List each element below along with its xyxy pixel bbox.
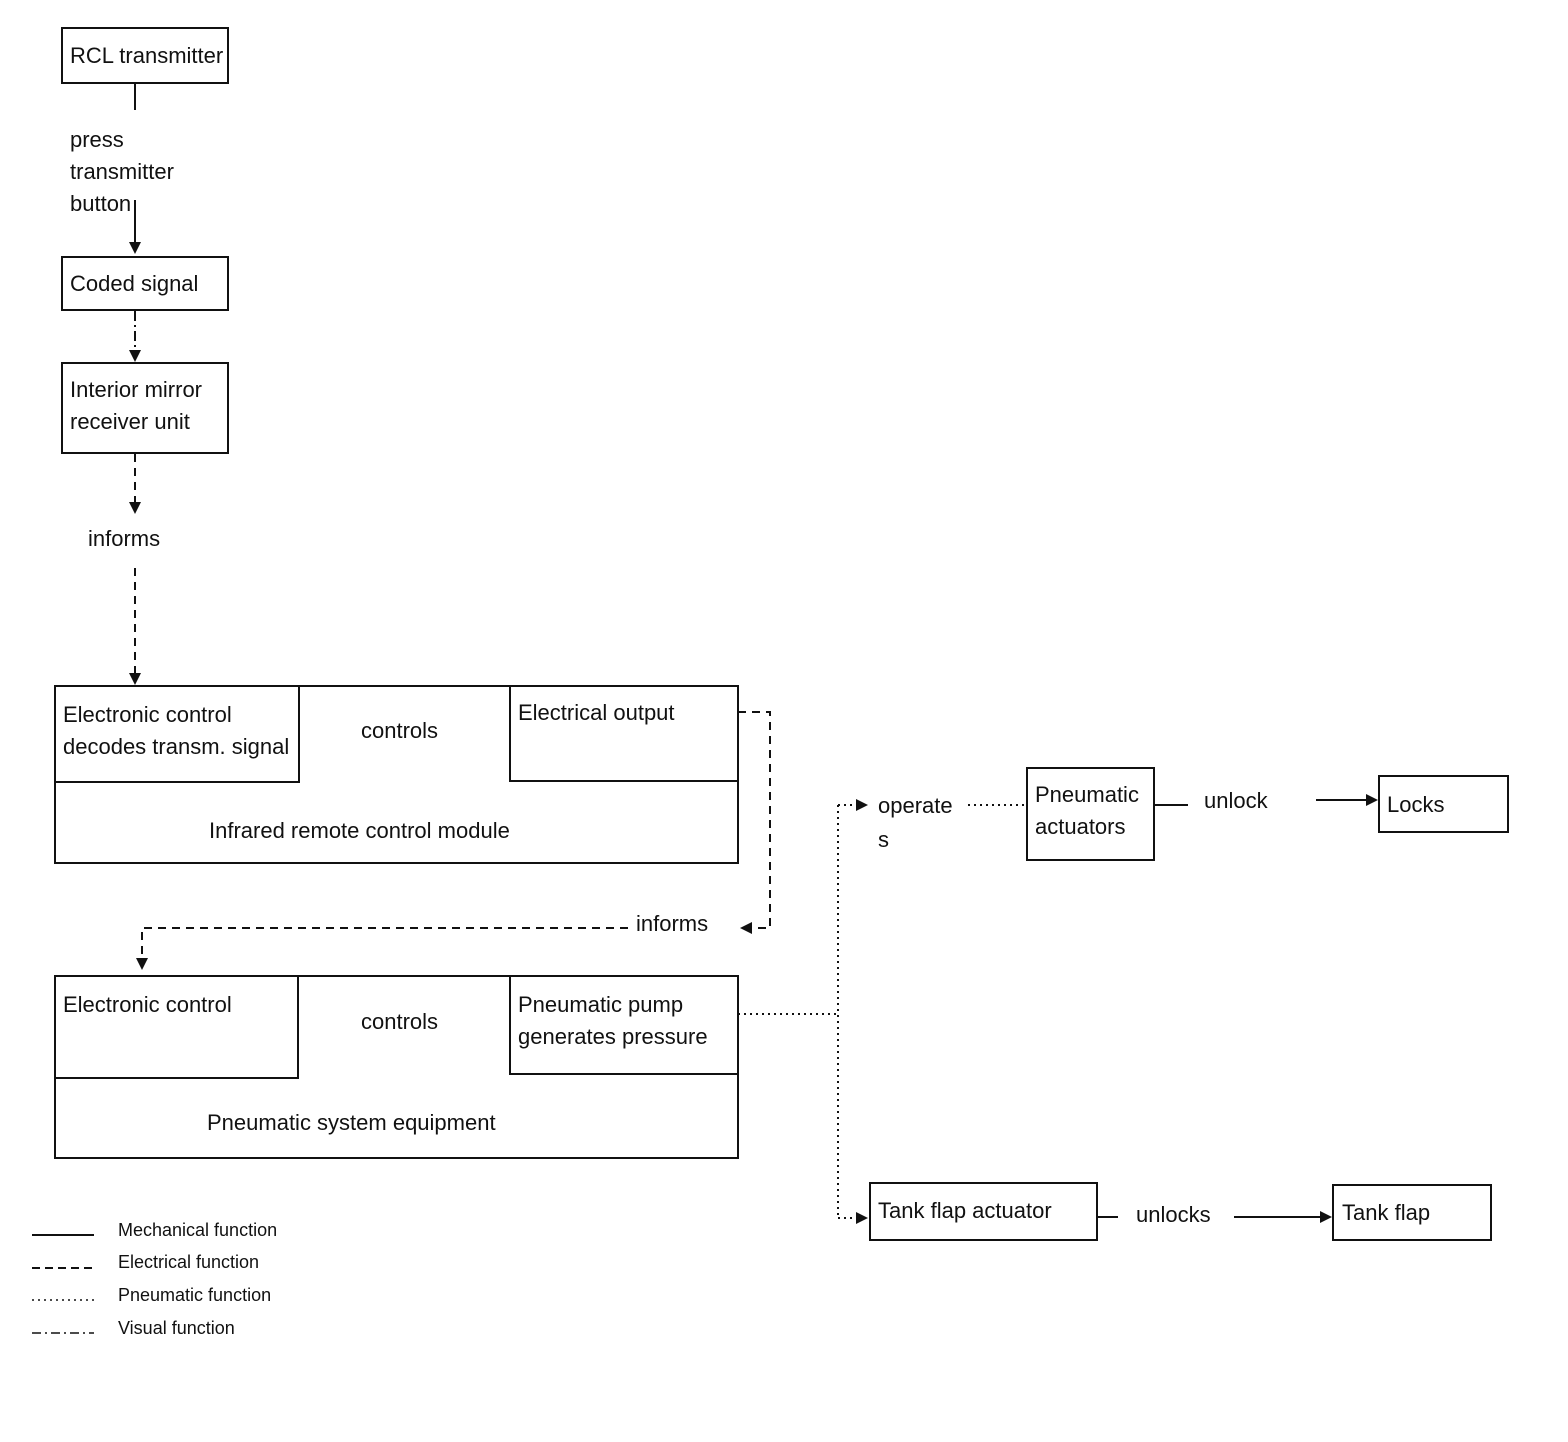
edge-label-controls-1: controls <box>361 718 439 743</box>
edge-label-operates-line2: s <box>878 827 889 852</box>
pneumatic-actuators-label-line1: Pneumatic <box>1035 782 1139 807</box>
legend-label-visual: Visual function <box>118 1318 235 1338</box>
tank-flap-actuator-box: Tank flap actuator <box>869 1182 1098 1241</box>
edge-label-informs-1: informs <box>88 526 161 551</box>
pneumatic-actuators-box: Pneumatic actuators <box>1026 767 1155 861</box>
coded-signal-label: Coded signal <box>70 271 199 296</box>
edge-informs2-to-ec <box>136 927 628 970</box>
locks-label: Locks <box>1387 792 1445 817</box>
ir-module-label: Infrared remote control module <box>209 818 510 843</box>
pneumatic-pump-label-line1: Pneumatic pump <box>518 992 684 1017</box>
electronic-control-label: Electronic control <box>63 992 232 1017</box>
mirror-receiver-label-line2: receiver unit <box>70 409 190 434</box>
tank-flap-box: Tank flap <box>1332 1184 1492 1241</box>
edge-label-operates-line1: operate <box>878 793 953 818</box>
pneumatic-pump-label-line2: generates pressure <box>518 1024 708 1049</box>
edge-output-to-informs2 <box>738 711 771 934</box>
edge-label-unlocks: unlocks <box>1136 1202 1211 1227</box>
edge-label-press-line3: button <box>70 191 132 216</box>
mirror-receiver-box: Interior mirror receiver unit <box>61 362 229 454</box>
electronic-control-box: Electronic control <box>54 975 299 1079</box>
legend-label-mechanical: Mechanical function <box>118 1220 278 1240</box>
legend-label-pneumatic: Pneumatic function <box>118 1285 272 1305</box>
edge-label-informs-2: informs <box>636 911 709 936</box>
coded-signal-box: Coded signal <box>61 256 229 311</box>
edge-label-controls-2: controls <box>361 1009 439 1034</box>
ec-decodes-label-line2: decodes transm. signal <box>63 734 290 759</box>
edge-label-press-line2: transmitter <box>70 159 174 184</box>
ec-decodes-box: Electronic control decodes transm. signa… <box>54 685 300 783</box>
pneumatic-pump-box: Pneumatic pump generates pressure <box>509 975 739 1075</box>
electrical-output-label: Electrical output <box>518 700 675 725</box>
edge-label-unlock: unlock <box>1204 788 1268 813</box>
mirror-receiver-label-line1: Interior mirror <box>70 377 203 402</box>
electrical-output-box: Electrical output <box>509 685 739 782</box>
tank-flap-label: Tank flap <box>1342 1200 1431 1225</box>
locks-box: Locks <box>1378 775 1509 833</box>
rcl-transmitter-box: RCL transmitter <box>61 27 229 84</box>
ec-decodes-label-line1: Electronic control <box>63 702 232 727</box>
legend-label-electrical: Electrical function <box>118 1252 260 1272</box>
edge-label-press-line1: press <box>70 127 124 152</box>
pneumatic-equipment-label: Pneumatic system equipment <box>207 1110 496 1135</box>
rcl-transmitter-label: RCL transmitter <box>70 43 224 68</box>
pneumatic-actuators-label-line2: actuators <box>1035 814 1126 839</box>
tank-flap-actuator-label: Tank flap actuator <box>878 1198 1052 1223</box>
